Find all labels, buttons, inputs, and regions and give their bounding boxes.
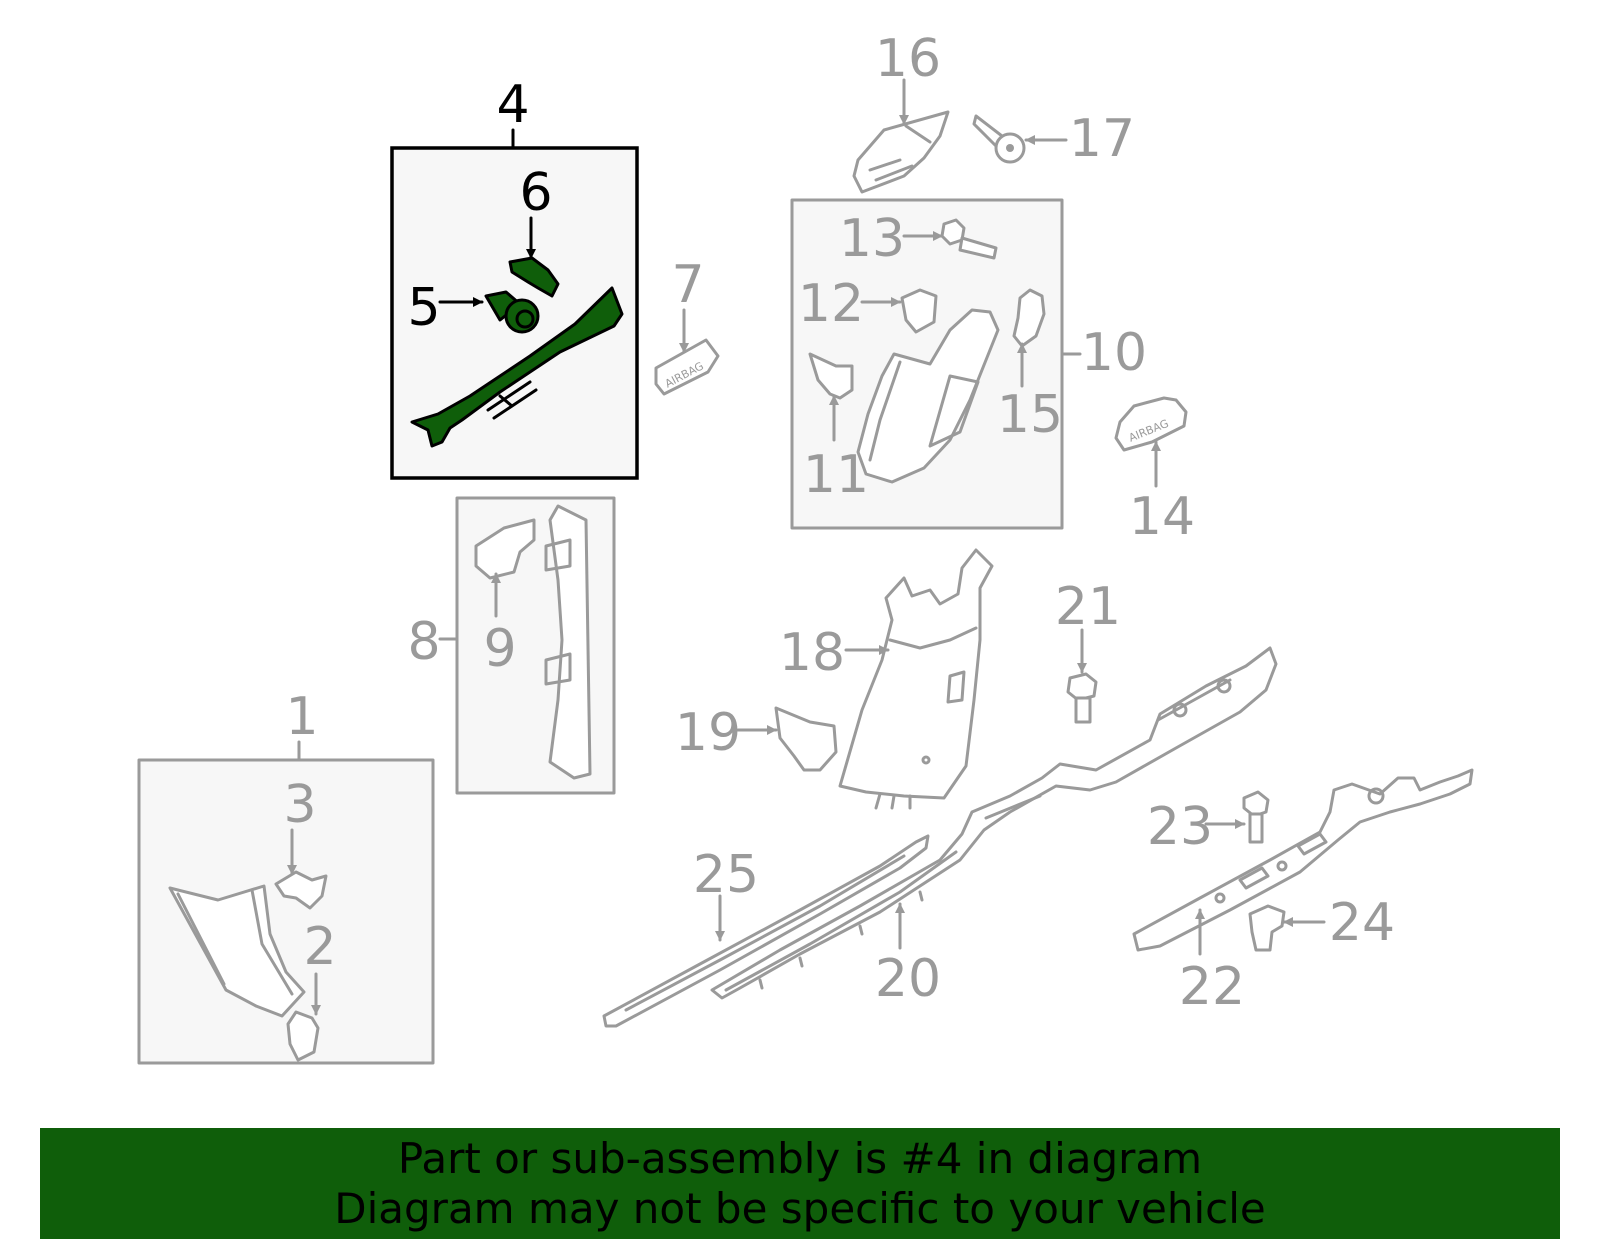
group-8-assembly[interactable]: 8 9 [407, 496, 616, 795]
pillar-trim-part-4[interactable] [410, 286, 624, 448]
callout-22: 22 [1179, 957, 1245, 1017]
banner-line-1: Part or sub-assembly is #4 in diagram [397, 1133, 1203, 1183]
callout-13: 13 [839, 209, 905, 269]
retainer-clip-part-6[interactable] [508, 256, 560, 298]
clip-part-3[interactable] [274, 870, 328, 910]
sill-plate-part-20[interactable]: 20 [710, 646, 1278, 1009]
callout-12: 12 [798, 274, 864, 334]
bolt-part-23[interactable]: 23 [1147, 790, 1270, 857]
pillar-trim-part-8[interactable] [548, 504, 592, 780]
callout-7: 7 [671, 255, 704, 315]
callout-20: 20 [875, 949, 941, 1009]
clip-part-24[interactable]: 24 [1248, 893, 1395, 953]
lower-pillar-trim-part-18[interactable]: 18 [779, 548, 994, 810]
callout-21: 21 [1055, 577, 1121, 637]
callout-19: 19 [675, 703, 741, 763]
bolt-part-21[interactable]: 21 [1055, 577, 1121, 724]
callout-24: 24 [1329, 893, 1395, 953]
info-banner: Part or sub-assembly is #4 in diagram Di… [40, 1128, 1560, 1239]
airbag-badge-part-14[interactable]: AIRBAG 14 [1114, 396, 1195, 547]
callout-25: 25 [693, 845, 759, 905]
clip-part-12[interactable] [900, 288, 938, 334]
callout-16: 16 [875, 29, 941, 89]
callout-15: 15 [997, 385, 1063, 445]
callout-9: 9 [483, 619, 516, 679]
reinforcement-part-22[interactable]: 22 [1132, 768, 1474, 1017]
callout-17: 17 [1069, 109, 1135, 169]
callout-6: 6 [519, 163, 552, 223]
group-1-assembly[interactable]: 1 3 2 [137, 687, 435, 1065]
kick-panel-part-1[interactable] [168, 884, 306, 1018]
clip-part-9[interactable] [474, 518, 536, 580]
callout-4: 4 [496, 75, 529, 135]
callout-3: 3 [283, 775, 316, 835]
callout-10: 10 [1081, 323, 1147, 383]
group-10-assembly[interactable]: 10 13 12 11 15 [790, 198, 1147, 530]
group-4-assembly[interactable]: 4 6 5 [390, 75, 639, 480]
callout-14: 14 [1129, 487, 1195, 547]
screw-part-17[interactable]: 17 [972, 109, 1135, 169]
bolt-part-13[interactable] [940, 218, 998, 260]
push-clip-part-5[interactable] [484, 290, 540, 334]
callout-1: 1 [285, 687, 318, 747]
clip-part-15[interactable] [1012, 288, 1046, 348]
callout-5: 5 [407, 278, 440, 338]
bracket-part-16[interactable]: 16 [852, 29, 950, 194]
scuff-plate-part-25[interactable]: 25 [602, 834, 930, 1028]
callout-2: 2 [303, 917, 336, 977]
callout-18: 18 [779, 623, 845, 683]
airbag-badge-part-7[interactable]: AIRBAG 7 [654, 255, 720, 396]
banner-line-2: Diagram may not be specific to your vehi… [334, 1183, 1266, 1233]
clip-part-2[interactable] [286, 1010, 320, 1062]
bracket-part-19[interactable]: 19 [675, 703, 838, 772]
callout-11: 11 [803, 445, 869, 505]
upper-pillar-trim-part-10[interactable] [856, 308, 1000, 484]
callout-8: 8 [407, 612, 440, 672]
callout-23: 23 [1147, 797, 1213, 857]
clip-part-11[interactable] [808, 352, 854, 400]
parts-diagram: 4 6 5 1 3 2 8 [137, 29, 1474, 1065]
